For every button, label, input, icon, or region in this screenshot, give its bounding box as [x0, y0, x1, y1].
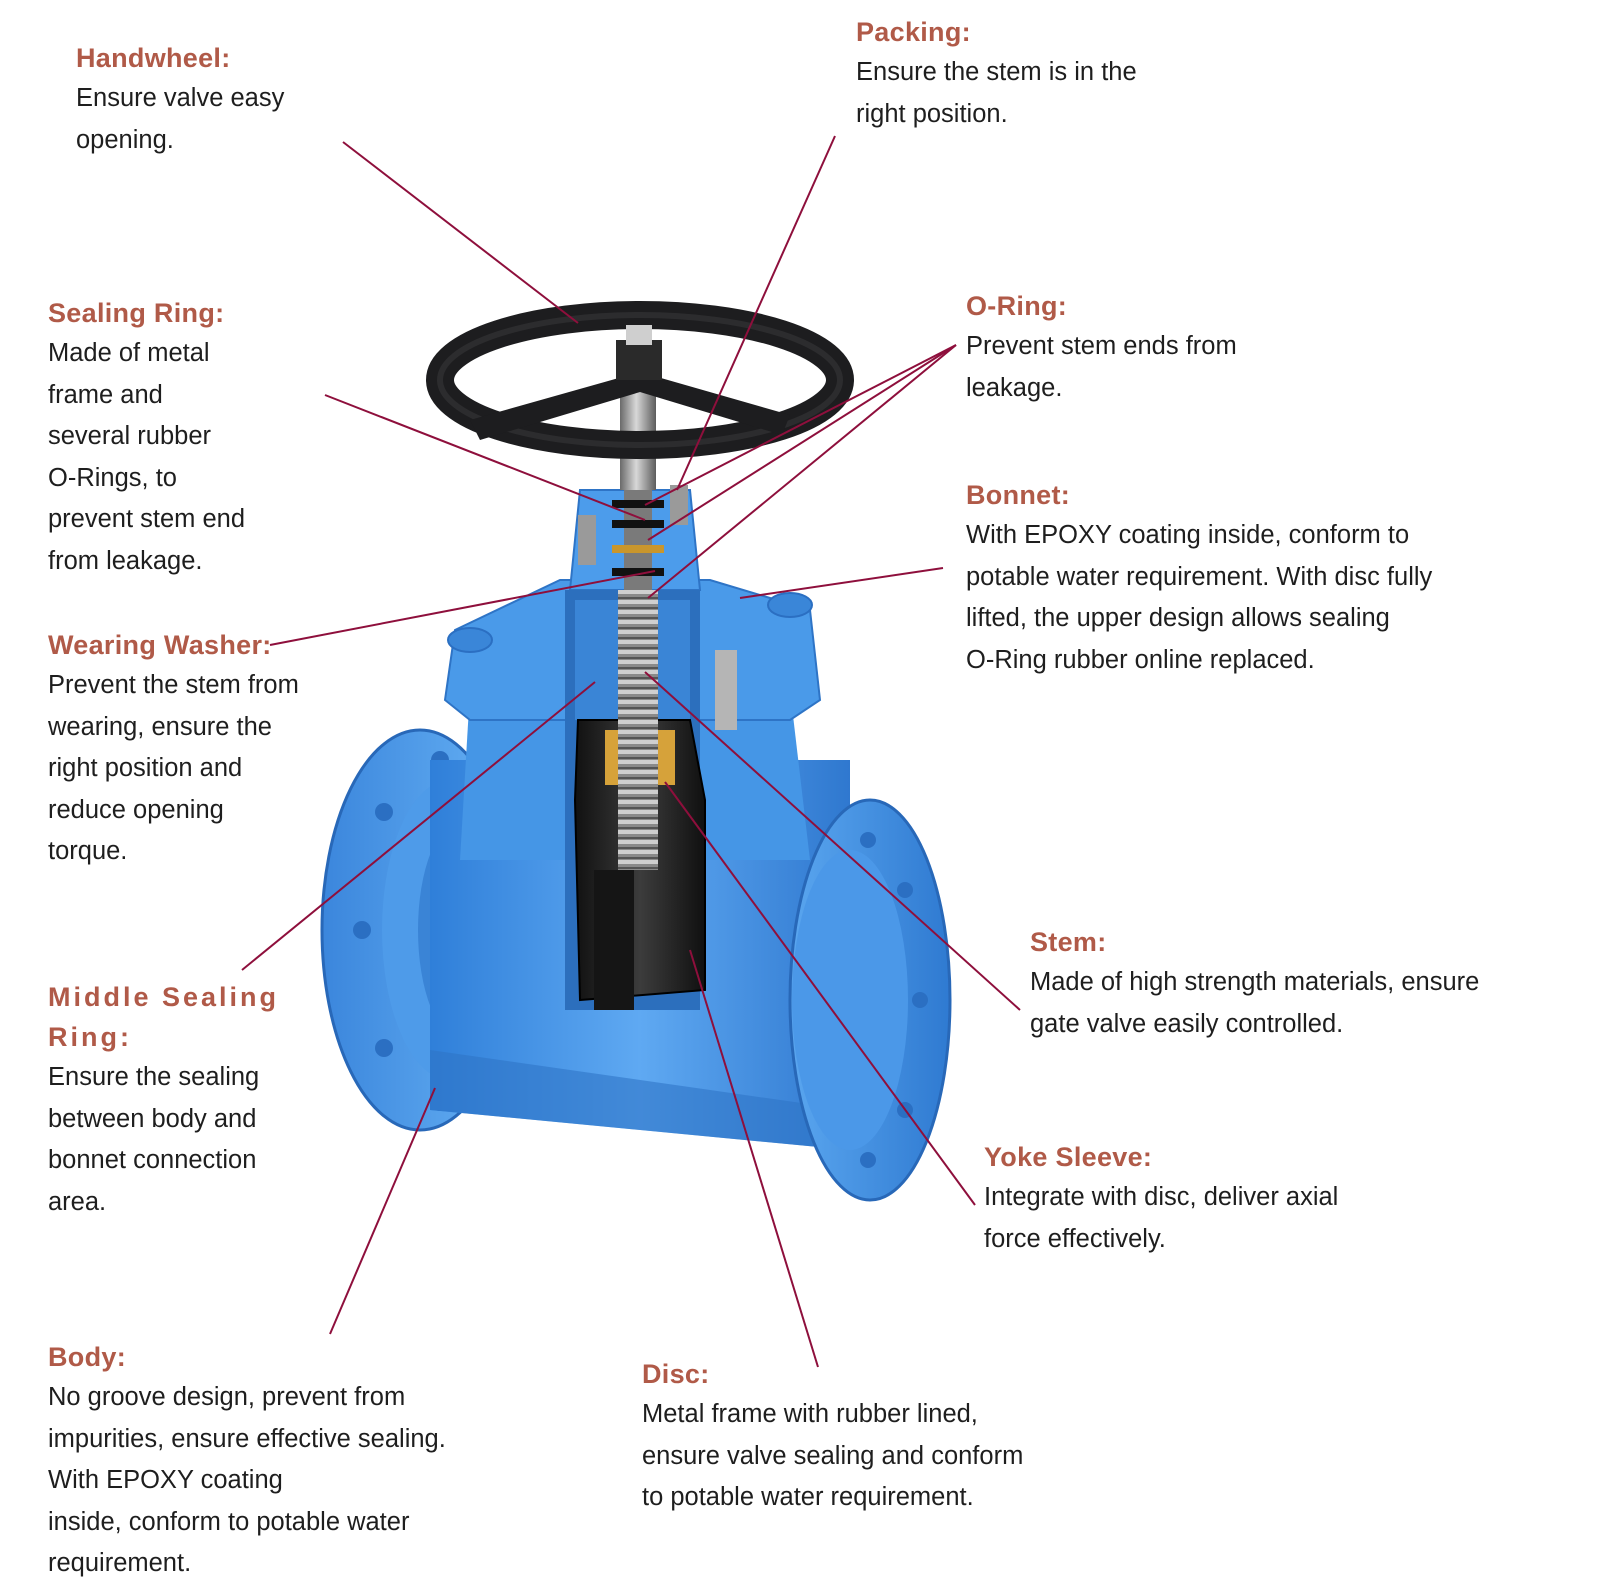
leader-middle-sealing-ring — [241, 681, 596, 971]
handwheel-title: Handwheel: — [76, 43, 231, 73]
sealing-ring-title: Sealing Ring: — [48, 298, 225, 328]
handwheel-desc: Ensure valve easy opening. — [76, 84, 285, 154]
wearing-washer-title: Wearing Washer: — [48, 630, 272, 660]
leader-o-ring-1 — [644, 344, 957, 506]
leader-stem — [644, 671, 1021, 1011]
body-title: Body: — [48, 1342, 126, 1372]
label-stem: Stem: Made of high strength materials, e… — [1030, 922, 1479, 1045]
bonnet-desc: With EPOXY coating inside, conform to po… — [966, 521, 1433, 674]
label-middle-sealing-ring: Middle Sealing Ring: Ensure the sealing … — [48, 977, 279, 1223]
right-flange — [788, 798, 952, 1202]
stem-title: Stem: — [1030, 927, 1107, 957]
label-bonnet: Bonnet: With EPOXY coating inside, confo… — [966, 475, 1432, 681]
leader-yoke-sleeve — [664, 781, 976, 1206]
label-handwheel: Handwheel: Ensure valve easy opening. — [76, 38, 284, 161]
stem — [612, 360, 664, 870]
yoke-sleeve-title: Yoke Sleeve: — [984, 1142, 1153, 1172]
label-disc: Disc: Metal frame with rubber lined, ens… — [642, 1354, 1023, 1519]
label-yoke-sleeve: Yoke Sleeve: Integrate with disc, delive… — [984, 1137, 1338, 1260]
body-desc: No groove design, prevent from impuritie… — [48, 1383, 446, 1577]
label-wearing-washer: Wearing Washer: Prevent the stem from we… — [48, 625, 299, 873]
label-packing: Packing: Ensure the stem is in the right… — [856, 12, 1137, 135]
leader-bonnet — [739, 567, 944, 599]
packing-desc: Ensure the stem is in the right position… — [856, 58, 1137, 128]
packing-title: Packing: — [856, 17, 971, 47]
leader-sealing-ring — [324, 394, 646, 521]
leader-o-ring-2 — [647, 344, 957, 541]
middle-sealing-ring-title: Middle Sealing Ring: — [48, 982, 280, 1052]
leader-handwheel — [342, 141, 579, 324]
label-sealing-ring: Sealing Ring: Made of metal frame and se… — [48, 293, 245, 582]
label-o-ring: O-Ring: Prevent stem ends from leakage. — [966, 286, 1237, 409]
bonnet-title: Bonnet: — [966, 480, 1071, 510]
sealing-ring-desc: Made of metal frame and several rubber O… — [48, 339, 246, 575]
wearing-washer-desc: Prevent the stem from wearing, ensure th… — [48, 671, 299, 865]
disc-title: Disc: — [642, 1359, 710, 1389]
middle-sealing-ring-desc: Ensure the sealing between body and bonn… — [48, 1063, 260, 1216]
leader-body — [329, 1087, 436, 1335]
leader-disc — [689, 949, 819, 1368]
leader-wearing-washer — [269, 570, 656, 646]
yoke-sleeve-desc: Integrate with disc, deliver axial force… — [984, 1183, 1339, 1253]
leader-lines — [241, 135, 1021, 1368]
o-ring-title: O-Ring: — [966, 291, 1068, 321]
handwheel — [426, 301, 854, 459]
disc-desc: Metal frame with rubber lined, ensure va… — [642, 1400, 1024, 1511]
o-ring-desc: Prevent stem ends from leakage. — [966, 332, 1237, 402]
leader-o-ring-3 — [647, 344, 957, 599]
label-body: Body: No groove design, prevent from imp… — [48, 1337, 446, 1585]
stem-desc: Made of high strength materials, ensure … — [1030, 968, 1480, 1038]
leader-packing — [676, 135, 836, 491]
